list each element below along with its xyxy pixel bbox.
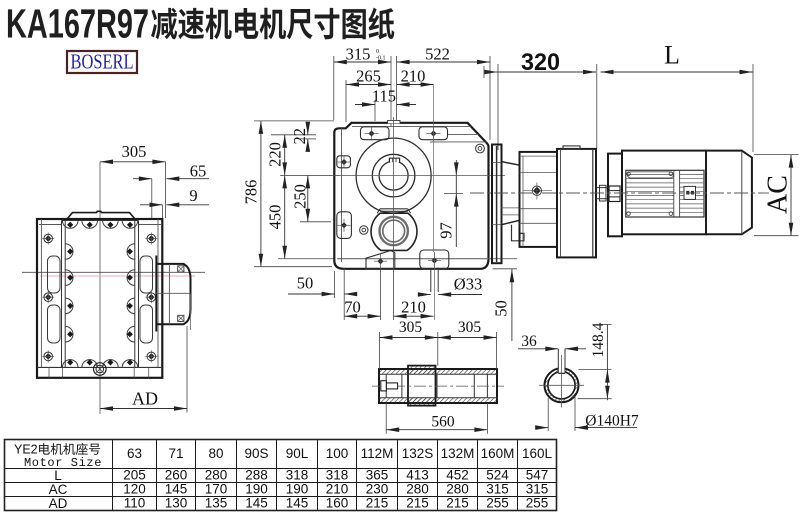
svg-text:365: 365 [366,468,389,483]
svg-text:413: 413 [406,468,429,483]
svg-text:132S: 132S [402,446,434,461]
svg-text:100: 100 [326,446,349,461]
svg-text:112M: 112M [361,446,394,461]
svg-text:KA167R97: KA167R97 [6,1,149,47]
svg-text:AD: AD [49,496,68,511]
svg-text:210: 210 [401,298,426,317]
svg-text:110: 110 [124,496,146,511]
svg-text:97: 97 [437,222,456,239]
svg-text:280: 280 [205,468,228,483]
svg-text:288: 288 [245,468,268,483]
svg-text:L: L [664,41,680,70]
svg-text:260: 260 [165,468,188,483]
svg-text:210: 210 [401,67,426,86]
svg-text:50: 50 [492,300,511,317]
svg-text:70: 70 [344,298,361,317]
svg-text:215: 215 [406,496,429,511]
svg-text:215: 215 [446,496,469,511]
svg-text:90L: 90L [286,446,309,461]
svg-text:305: 305 [458,319,482,336]
svg-text:230: 230 [366,482,389,497]
svg-text:452: 452 [446,468,469,483]
svg-text:522: 522 [425,45,450,64]
svg-text:130: 130 [165,496,188,511]
svg-text:AC: AC [763,175,794,214]
svg-text:BOSERL: BOSERL [71,49,134,73]
svg-text:148.4: 148.4 [590,322,607,357]
svg-text:Motor Size: Motor Size [24,456,102,470]
svg-text:0: 0 [376,49,379,55]
svg-text:170: 170 [205,482,228,497]
svg-text:L: L [54,468,62,483]
svg-text:315: 315 [486,482,509,497]
svg-text:160: 160 [326,496,349,511]
svg-text:Ø140H7: Ø140H7 [585,413,639,430]
svg-text:220: 220 [266,142,285,167]
svg-text:450: 450 [266,205,285,230]
svg-text:318: 318 [286,468,309,483]
svg-text:145: 145 [245,496,268,511]
svg-text:AC: AC [49,482,68,497]
svg-text:9: 9 [189,186,197,205]
svg-text:280: 280 [446,482,469,497]
svg-text:255: 255 [486,496,509,511]
svg-text:22: 22 [290,128,309,145]
svg-text:318: 318 [326,468,349,483]
svg-text:320: 320 [521,49,560,76]
svg-text:65: 65 [190,162,207,181]
svg-text:145: 145 [286,496,309,511]
svg-text:160L: 160L [522,446,553,461]
svg-text:205: 205 [123,468,146,483]
svg-text:90S: 90S [244,446,268,461]
svg-text:63: 63 [127,446,142,461]
svg-text:280: 280 [406,482,429,497]
svg-text:255: 255 [526,496,549,511]
svg-text:145: 145 [165,482,188,497]
svg-text:190: 190 [286,482,309,497]
svg-text:215: 215 [366,496,389,511]
svg-text:547: 547 [526,468,549,483]
svg-text:135: 135 [205,496,228,511]
svg-text:50: 50 [297,274,314,293]
svg-text:210: 210 [326,482,349,497]
svg-text:AD: AD [132,389,158,409]
svg-text:190: 190 [245,482,268,497]
svg-text:YE2: YE2 [14,443,38,457]
svg-text:132M: 132M [441,446,475,461]
svg-text:305: 305 [399,319,423,336]
svg-text:250: 250 [291,184,310,209]
svg-text:71: 71 [168,446,183,461]
svg-text:315: 315 [526,482,549,497]
svg-text:120: 120 [123,482,146,497]
svg-text:160M: 160M [481,446,515,461]
svg-text:315: 315 [346,45,371,64]
svg-text:80: 80 [208,446,223,461]
svg-text:305: 305 [122,142,147,161]
svg-text:36: 36 [521,333,537,350]
svg-text:265: 265 [356,67,381,86]
svg-text:115: 115 [372,87,396,106]
svg-text:Ø33: Ø33 [454,275,482,294]
svg-text:786: 786 [242,180,261,205]
svg-text:524: 524 [486,468,509,483]
svg-text:560: 560 [431,414,455,431]
svg-text:-0.1: -0.1 [376,56,386,62]
